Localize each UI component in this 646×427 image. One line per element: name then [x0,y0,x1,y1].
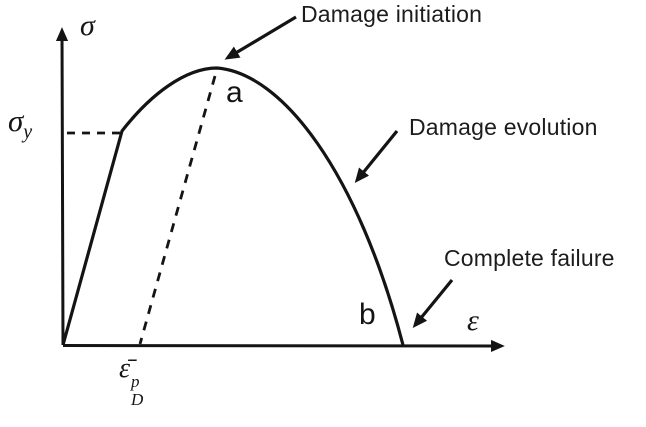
damage-initiation-arrow [224,15,297,60]
damage-evolution-arrow [354,129,399,183]
complete-failure-arrow [412,278,454,328]
damage-initiation-strain-dashed-line [138,75,217,345]
point-a-label: a [226,76,243,109]
complete-failure-label: Complete failure [444,245,615,271]
y-axis-label: σ [80,9,95,42]
damage-plastic-strain-symbol: ε̄ [119,353,131,384]
yield-stress-symbol: σ [8,103,24,138]
damage-evolution-label: Damage evolution [409,114,598,140]
x-axis [62,339,505,353]
yield-stress-label: σy [8,105,32,142]
x-axis-label: ε [467,304,479,337]
stress-strain-curve [61,66,405,346]
point-b-label: b [359,298,376,331]
damage-plastic-strain-superscript: p [131,372,140,391]
y-axis [55,27,69,346]
yield-stress-subscript: y [23,121,33,143]
damage-plastic-strain-subscript: D [131,389,144,409]
damage-initiation-label: Damage initiation [301,1,483,27]
